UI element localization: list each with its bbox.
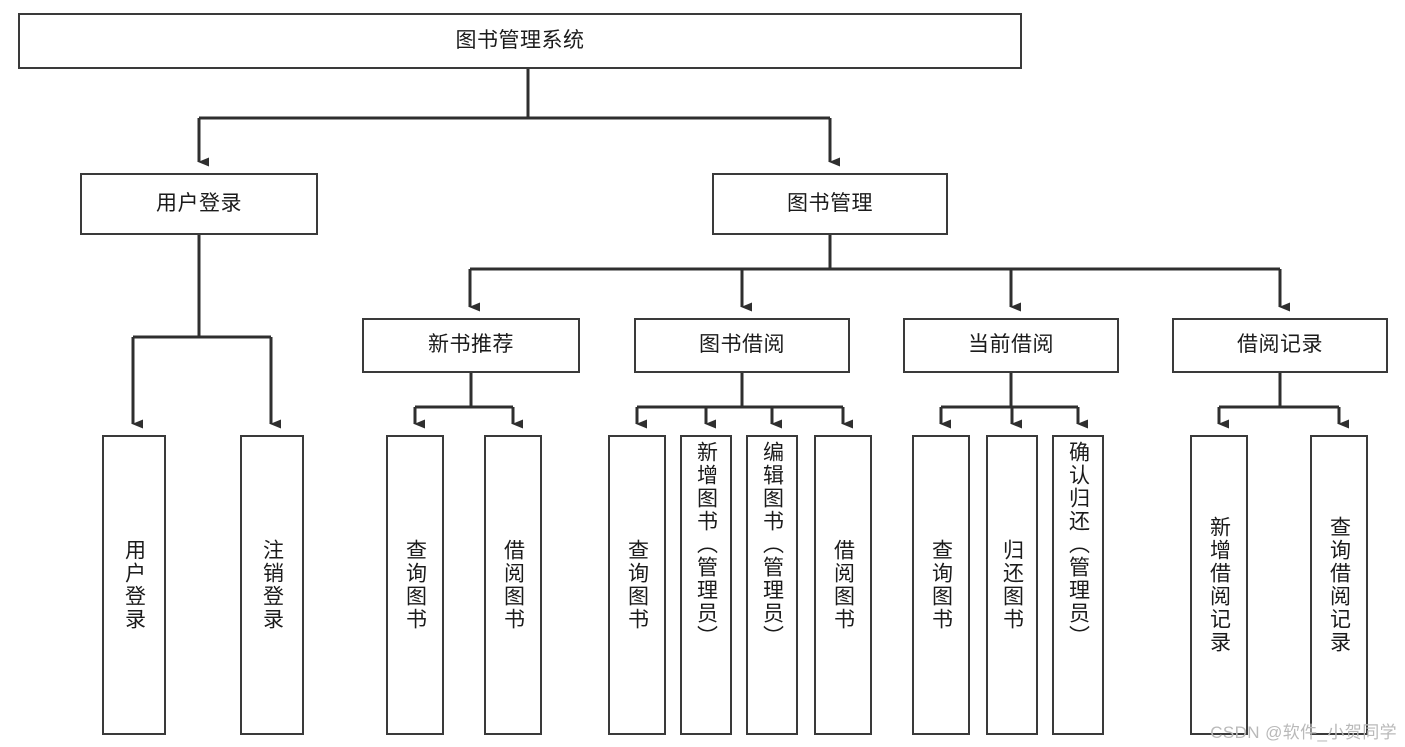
- node-book-manage[interactable]: 图书管理: [712, 173, 948, 235]
- node-borrow-record[interactable]: 借阅记录: [1172, 318, 1388, 373]
- node-leaf-add-record[interactable]: 新增借阅记录: [1190, 435, 1248, 735]
- node-label: 新增图书（管理员）: [694, 441, 718, 648]
- node-user-login[interactable]: 用户登录: [80, 173, 318, 235]
- node-leaf-query-book[interactable]: 查询图书: [608, 435, 666, 735]
- tree-connectors: [131, 69, 1349, 429]
- node-leaf-query-record[interactable]: 查询借阅记录: [1310, 435, 1368, 735]
- node-label: 确认归还（管理员）: [1066, 441, 1090, 648]
- node-label: 查询图书: [929, 539, 953, 631]
- node-label: 图书管理: [787, 191, 873, 215]
- node-label: 查询借阅记录: [1327, 516, 1351, 654]
- node-leaf-confirm-return[interactable]: 确认归还（管理员）: [1052, 435, 1104, 735]
- node-leaf-add-book[interactable]: 新增图书（管理员）: [680, 435, 732, 735]
- node-label: 查询图书: [403, 539, 427, 631]
- node-label: 借阅图书: [831, 539, 855, 631]
- node-leaf-query-book-rec[interactable]: 查询图书: [386, 435, 444, 735]
- node-current-borrow[interactable]: 当前借阅: [903, 318, 1119, 373]
- node-root[interactable]: 图书管理系统: [18, 13, 1022, 69]
- node-leaf-user-login[interactable]: 用户登录: [102, 435, 166, 735]
- node-label: 新书推荐: [428, 333, 514, 357]
- node-label: 注销登录: [260, 539, 284, 631]
- node-leaf-logout[interactable]: 注销登录: [240, 435, 304, 735]
- node-leaf-query-book-cur[interactable]: 查询图书: [912, 435, 970, 735]
- node-leaf-return-book[interactable]: 归还图书: [986, 435, 1038, 735]
- node-label: 图书管理系统: [455, 28, 585, 52]
- node-label: 图书借阅: [699, 333, 785, 357]
- watermark-text: CSDN @软件_小贺同学: [1210, 723, 1397, 742]
- node-label: 新增借阅记录: [1207, 516, 1231, 654]
- node-book-borrow[interactable]: 图书借阅: [634, 318, 850, 373]
- node-label: 查询图书: [625, 539, 649, 631]
- node-label: 用户登录: [156, 191, 242, 215]
- node-label: 用户登录: [122, 539, 146, 631]
- node-label: 当前借阅: [968, 333, 1054, 357]
- node-label: 编辑图书（管理员）: [760, 441, 784, 648]
- node-label: 归还图书: [1000, 539, 1024, 631]
- node-label: 借阅图书: [501, 539, 525, 631]
- node-leaf-borrow-book[interactable]: 借阅图书: [814, 435, 872, 735]
- node-new-book-rec[interactable]: 新书推荐: [362, 318, 580, 373]
- node-label: 借阅记录: [1237, 333, 1323, 357]
- node-leaf-borrow-book-rec[interactable]: 借阅图书: [484, 435, 542, 735]
- node-leaf-edit-book[interactable]: 编辑图书（管理员）: [746, 435, 798, 735]
